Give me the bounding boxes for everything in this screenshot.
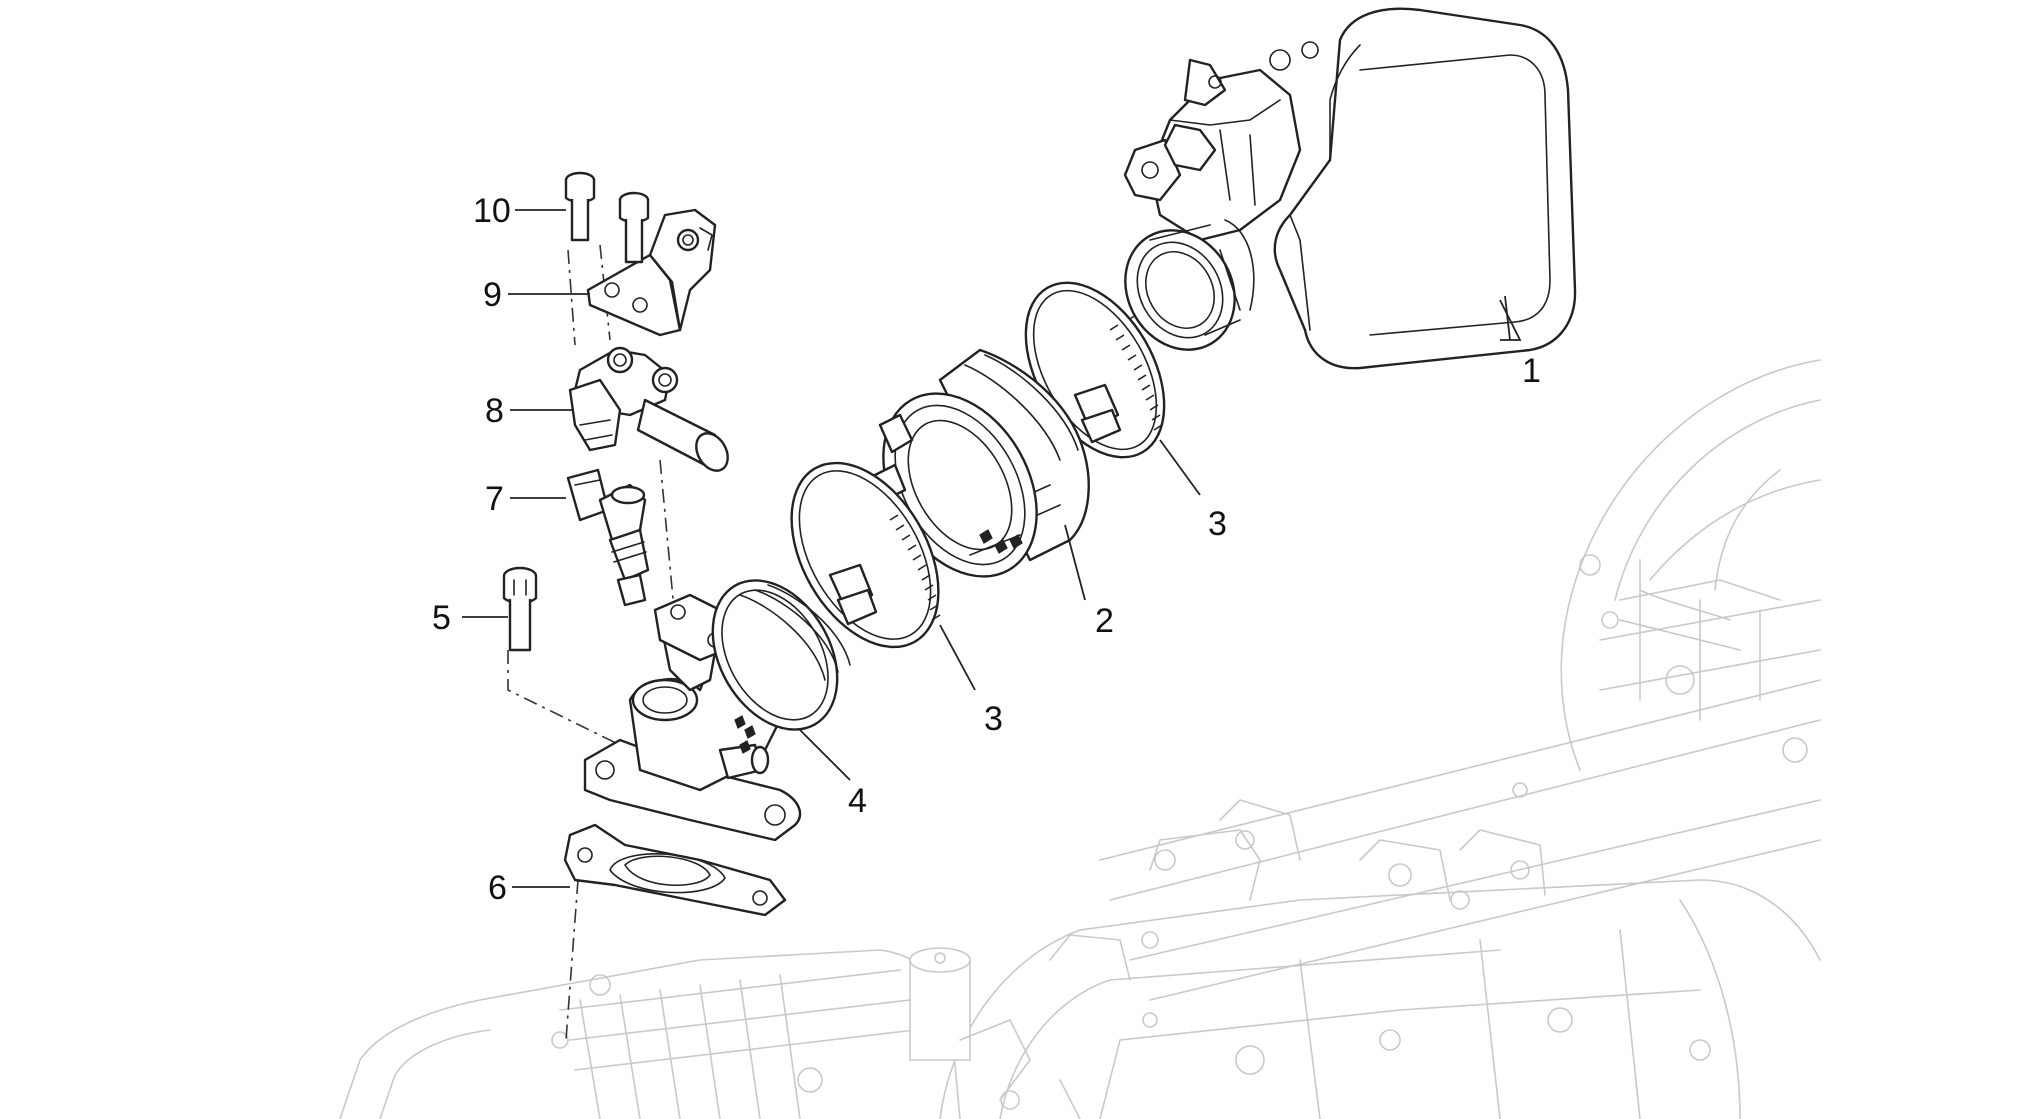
callout-9: 9	[483, 276, 502, 314]
part-8-injector-holder[interactable]	[568, 346, 734, 476]
callout-3-lower: 3	[984, 700, 1003, 738]
callout-leaders	[462, 209, 1522, 888]
part-10-bolts[interactable]	[564, 171, 650, 264]
part-4-intake-manifold[interactable]	[583, 558, 863, 842]
injector-axis-line	[659, 459, 676, 621]
part-5-bolt[interactable]	[502, 566, 538, 652]
part-3-hose-clamp-lower[interactable]	[761, 437, 968, 672]
leader-3a	[1159, 439, 1201, 496]
part-7-fuel-injector[interactable]	[566, 468, 650, 607]
leader-3b	[939, 624, 976, 691]
callout-7: 7	[485, 480, 504, 518]
engine-background	[339, 359, 1821, 1119]
callout-4: 4	[848, 782, 867, 820]
leader-2	[1064, 524, 1086, 601]
callout-3-upper: 3	[1208, 505, 1227, 543]
part-1-throttle-body-assembly[interactable]	[1104, 7, 1577, 370]
part-9-bracket[interactable]	[586, 208, 717, 337]
callout-labels: 1 2 3 3 4 5 6 7 8 9 10	[432, 192, 1541, 907]
callout-8: 8	[485, 392, 504, 430]
callout-2: 2	[1095, 602, 1114, 640]
leader-4	[799, 729, 851, 781]
callout-10: 10	[473, 192, 511, 230]
callout-5: 5	[432, 599, 451, 637]
gasket-axis-line	[565, 879, 579, 1041]
callout-6: 6	[488, 869, 507, 907]
part-6-gasket[interactable]	[563, 823, 787, 917]
callout-1: 1	[1522, 352, 1541, 390]
bracket-bolt-axis	[567, 244, 611, 346]
